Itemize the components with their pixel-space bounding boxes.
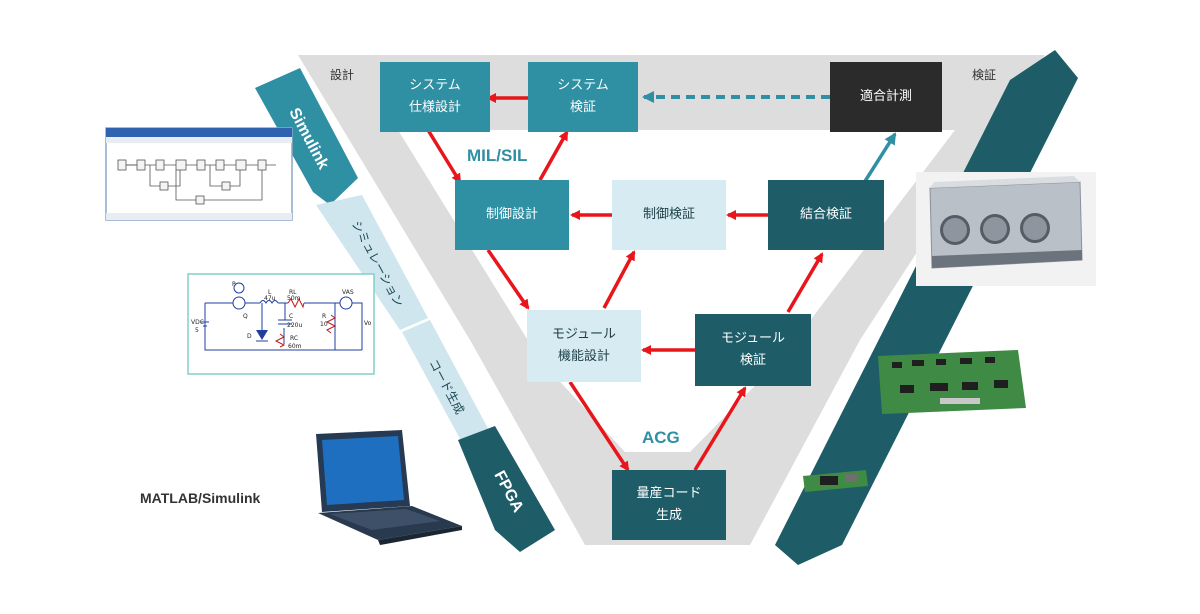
box-line: 適合計測 [859,89,912,104]
box-line: 結合検証 [799,207,852,222]
box-line: モジュール [720,331,786,346]
schematic-label: L [268,289,272,296]
schematic-label: 60m [288,343,302,350]
schematic-label: VDC [191,319,204,326]
box-line: モジュール [551,327,617,342]
schematic-label: P [232,281,236,288]
band-codegen [402,320,492,448]
box-line: 制御設計 [485,207,538,222]
box-line: 制御検証 [642,207,695,222]
red-arrows [426,93,824,472]
schematic-label: C [289,313,293,320]
box-line: 検証 [739,353,766,368]
simulink-screenshot [105,127,293,221]
design-phase-label: 設計 [330,68,355,82]
schematic-label: 220u [287,322,302,329]
control-verify-box: 制御検証 [612,180,726,250]
schematic-label: D [247,333,252,340]
schematic-label: 10 [320,321,328,328]
verify-phase-label: 検証 [972,68,997,82]
system-spec-design-box: システム 仕様設計 [380,62,490,132]
box-line: システム [409,78,461,93]
box-line: 検証 [569,100,596,115]
schematic-label: Vo [364,320,372,327]
schematic-label: 50m [287,295,301,302]
box-line: 仕様設計 [408,100,461,115]
box-line: 機能設計 [557,349,610,364]
schematic-label: VAS [342,289,354,296]
control-design-box: 制御設計 [455,180,569,250]
power-unit-photo [916,172,1096,286]
box-line: システム [557,78,609,93]
acg-label: ACG [642,428,680,447]
module-function-design-box: モジュール 機能設計 [527,310,641,382]
schematic-label: Q [243,313,248,320]
band-fpga [458,426,555,552]
box-line: 量産コード [636,486,702,501]
schematic-label: R [322,313,326,320]
conformance-measurement-box: 適合計測 [830,62,942,132]
schematic-label: RL [289,289,297,296]
circuit-schematic: P L 47u RL 50m VAS VDC 5 Q D C 220u RC 6… [187,273,375,375]
schematic-label: RC [290,335,298,342]
small-board-photo [803,470,868,492]
schematic-label: 5 [195,327,199,334]
production-code-generation-box: 量産コード 生成 [612,470,726,540]
box-line: 生成 [655,508,682,523]
circuit-board-photo [878,350,1026,414]
laptop-illustration [316,430,462,545]
band-simulation [316,195,428,330]
schematic-label: 47u [264,295,276,302]
matlab-simulink-label: MATLAB/Simulink [140,490,261,506]
integration-verify-box: 結合検証 [768,180,884,250]
system-verify-box: システム 検証 [528,62,638,132]
mil-sil-label: MIL/SIL [467,146,528,165]
module-verify-box: モジュール 検証 [695,314,811,386]
teal-arrow [860,132,897,187]
band-simulink [255,68,358,205]
